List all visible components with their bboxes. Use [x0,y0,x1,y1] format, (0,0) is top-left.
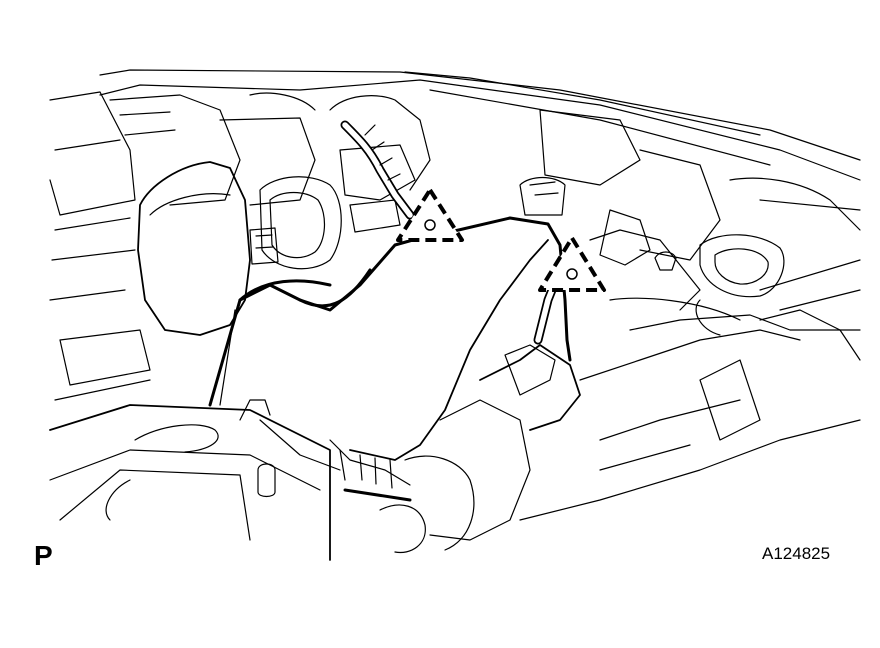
air-cleaner-body [208,216,572,502]
figure-id-label: A124825 [762,544,831,563]
front-bracket [379,299,861,554]
caution-marker-1 [396,188,464,242]
battery [49,399,331,561]
caution-marker-2 [538,236,606,292]
engine-background [49,69,861,401]
air-cleaner-cap [137,161,251,336]
view-letter-label: P [34,540,53,571]
